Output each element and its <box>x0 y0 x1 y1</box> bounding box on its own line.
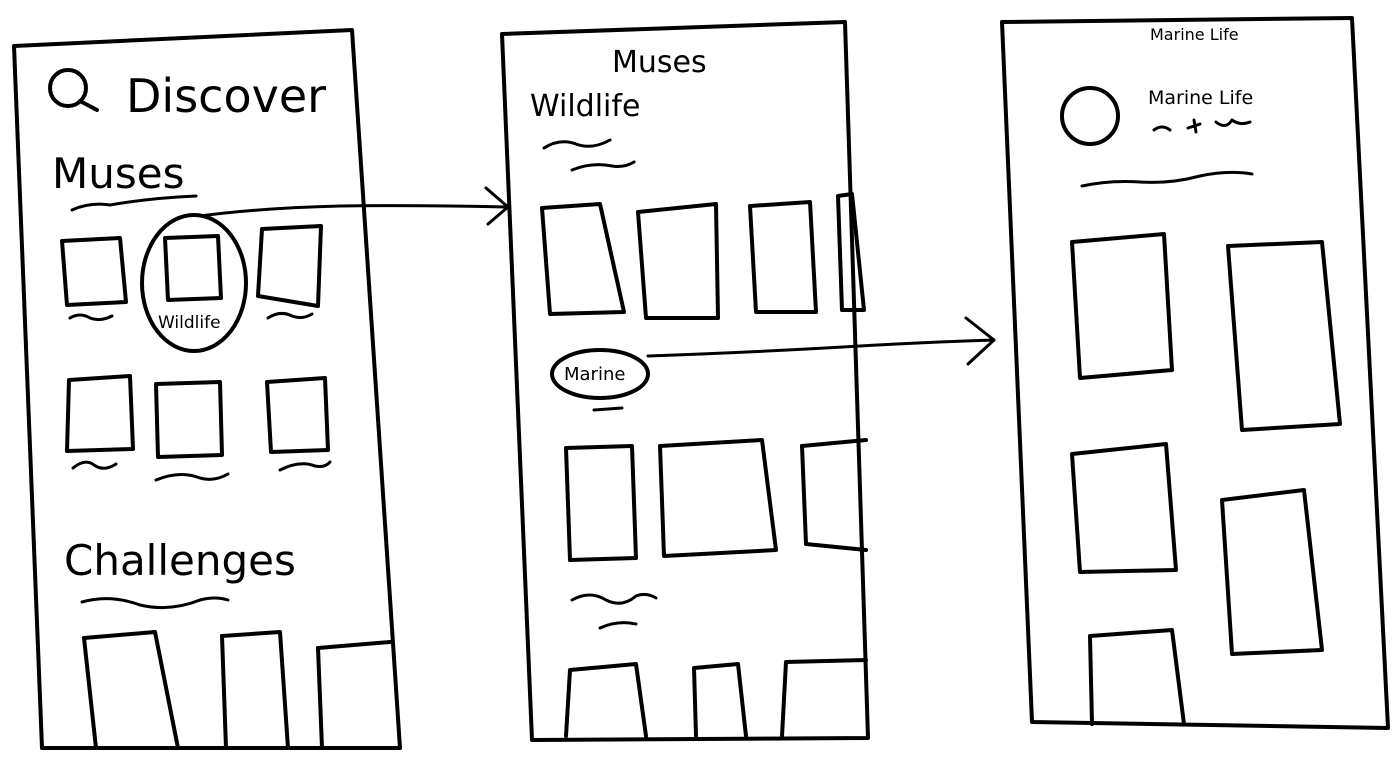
selection-circle <box>140 213 248 353</box>
section-heading-muses: Muses <box>52 149 184 198</box>
content-card[interactable] <box>564 662 648 738</box>
description-line <box>570 160 636 172</box>
content-card[interactable] <box>836 192 866 312</box>
screen-frame <box>1000 16 1390 730</box>
content-card[interactable] <box>1070 442 1178 574</box>
screen-frame <box>500 20 870 742</box>
content-card[interactable] <box>692 662 748 738</box>
content-card[interactable] <box>658 438 778 558</box>
content-card[interactable] <box>800 438 868 552</box>
section-heading-marine: Marine <box>564 364 625 385</box>
profile-name: Marine Life <box>1148 87 1253 109</box>
page-title: Marine Life <box>1150 25 1239 44</box>
content-card[interactable] <box>780 658 868 738</box>
marine-chip[interactable]: Marine <box>550 348 650 400</box>
content-card[interactable] <box>1220 488 1324 656</box>
muse-tile[interactable] <box>154 380 230 482</box>
description-line <box>570 592 658 605</box>
description-line <box>542 138 612 150</box>
arrow-to-muses <box>198 186 510 226</box>
content-card[interactable] <box>1226 240 1342 432</box>
description-line <box>1080 170 1254 188</box>
avatar <box>1060 86 1120 146</box>
page-title: Discover <box>126 69 326 123</box>
screen-muses: Muses Wildlife Marine <box>500 20 870 742</box>
profile-meta <box>1152 118 1252 134</box>
selection-circle <box>550 348 650 400</box>
content-card[interactable] <box>1088 628 1186 726</box>
muse-tile[interactable] <box>60 236 128 322</box>
muse-tile[interactable] <box>256 224 323 320</box>
content-card[interactable] <box>1070 232 1174 380</box>
challenge-card[interactable] <box>220 630 290 750</box>
underline <box>70 194 198 212</box>
arrow-to-marine-life <box>646 316 996 366</box>
challenge-card[interactable] <box>82 630 180 750</box>
underline <box>80 596 230 610</box>
muse-tile[interactable] <box>65 374 135 470</box>
muse-tile[interactable] <box>265 376 332 472</box>
description-line <box>598 621 638 630</box>
screen-marine-life: Marine Life Marine Life <box>1000 16 1390 730</box>
screen-discover: Discover Muses Wildlife <box>12 28 402 750</box>
content-card[interactable] <box>748 200 818 314</box>
screen-frame <box>12 28 402 750</box>
muse-tile-wildlife[interactable]: Wildlife <box>140 213 248 353</box>
content-card[interactable] <box>540 202 626 316</box>
content-card[interactable] <box>636 202 720 320</box>
section-heading-challenges: Challenges <box>64 536 296 585</box>
search-icon[interactable] <box>48 68 99 112</box>
page-title: Muses <box>612 45 707 80</box>
challenge-card[interactable] <box>316 640 392 750</box>
section-heading-wildlife: Wildlife <box>530 89 640 124</box>
description-line <box>592 406 624 412</box>
content-card[interactable] <box>564 444 638 562</box>
muse-label-wildlife: Wildlife <box>158 313 221 333</box>
